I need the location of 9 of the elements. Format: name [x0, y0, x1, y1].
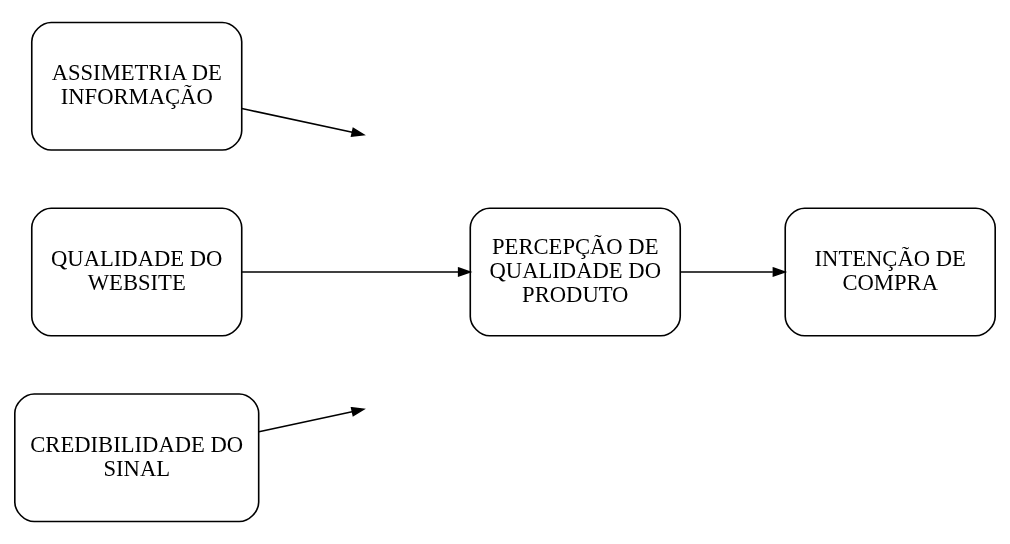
node-box: QUALIDADE DO WEBSITE [30, 207, 243, 337]
arrow [258, 406, 366, 433]
arrow [679, 266, 788, 278]
arrow [241, 266, 473, 278]
node-box: PERCEPÇÃO DE QUALIDADE DO PRODUTO [469, 207, 682, 337]
node-box: ASSIMETRIA DE INFORMAÇÃO [30, 21, 243, 151]
node-box: INTENÇÃO DE COMPRA [784, 207, 996, 337]
node-box: CREDIBILIDADE DO SINAL [14, 393, 260, 523]
arrow [240, 107, 366, 138]
